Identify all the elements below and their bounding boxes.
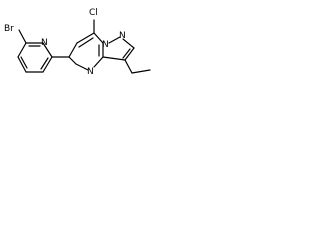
pyrazole-nitrogen-label: N: [119, 31, 126, 41]
double-bond: [20, 56, 28, 69]
bond: [17, 42, 27, 58]
bond: [68, 56, 77, 65]
ethyl-bond: [131, 69, 151, 74]
bond: [93, 56, 104, 68]
bond: [18, 29, 27, 44]
bond: [76, 32, 95, 44]
double-bond: [40, 57, 49, 70]
diagram-canvas: Br Cl N N N N: [0, 0, 160, 98]
bond: [124, 47, 135, 61]
bromopyridine-ring: [17, 29, 53, 73]
chemical-structure: Br Cl N N N N: [4, 8, 151, 77]
bond: [122, 38, 135, 49]
bond: [75, 63, 89, 71]
double-bond: [122, 48, 131, 59]
bond: [93, 32, 104, 44]
pyrimidine-nitrogen-label: N: [87, 67, 94, 77]
bond: [17, 56, 27, 73]
pyridine-nitrogen-label: N: [41, 38, 48, 48]
bond: [68, 42, 78, 58]
chlorine-label: Cl: [89, 8, 98, 18]
bridgehead-nitrogen-label: N: [102, 40, 109, 50]
bond: [42, 56, 53, 73]
double-bond: [78, 37, 94, 48]
bond: [42, 42, 53, 58]
bond: [108, 36, 121, 44]
pyrimidine-ring: [68, 32, 104, 71]
ethyl-bond: [124, 59, 133, 74]
bromine-label: Br: [4, 24, 14, 34]
bond: [102, 56, 126, 61]
pyrazole-ring: [102, 36, 135, 61]
